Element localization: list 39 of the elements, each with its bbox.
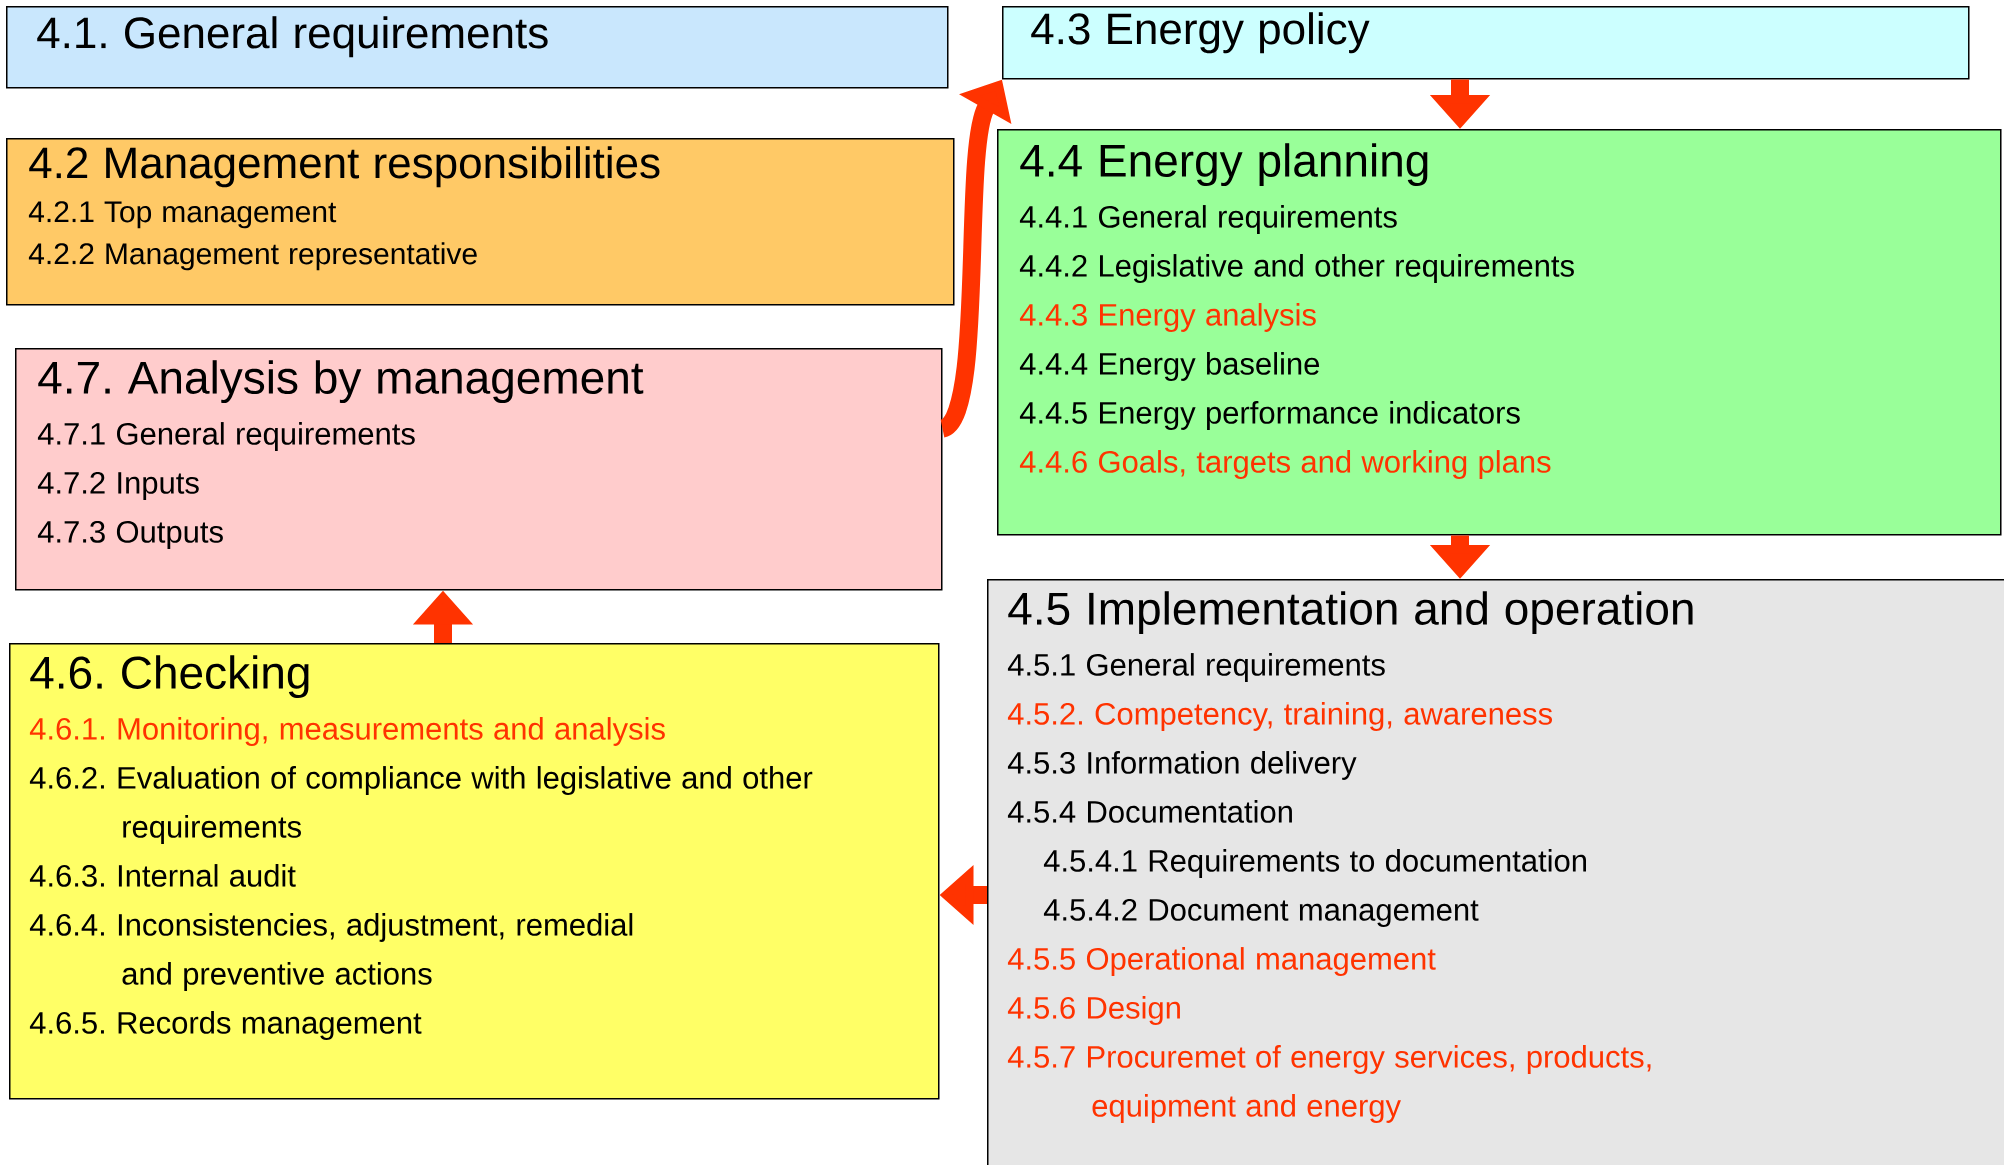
section-box bbox=[15, 348, 943, 591]
section-box bbox=[9, 643, 940, 1100]
section-box bbox=[1002, 6, 1970, 80]
node-label: 4.5.4.1 Requirements to documentation bbox=[1043, 849, 1586, 878]
section-box bbox=[6, 6, 949, 89]
node-label: 4.2.1 Top management bbox=[28, 201, 337, 229]
node-label: 4.2.2 Management representative bbox=[28, 242, 477, 271]
node-label: 4.6.4. Inconsistencies, adjustment, remedial and preventive actions bbox=[29, 913, 633, 991]
section-box bbox=[987, 579, 2004, 1165]
node-label: 4.4.3 Energy analysis bbox=[1019, 303, 1316, 332]
node-label: 4.4.6 Goals, targets and working plans bbox=[1019, 450, 1551, 479]
node-label: 4.4.1 General requirements bbox=[1019, 205, 1397, 234]
node-label: 4.6.3. Internal audit bbox=[29, 864, 296, 887]
node-label: 4.4.2 Legislative and other requirements bbox=[1019, 254, 1574, 283]
node-label: 4.5.7 Procuremet of energy services, products, equipment and energy bbox=[1007, 1045, 1651, 1123]
node-label: 4.6.5. Records management bbox=[29, 1011, 422, 1040]
node-label: 4.6.1. Monitoring, measurements and analysis bbox=[29, 717, 665, 746]
node-label: 4.4 Energy planning bbox=[1020, 143, 1428, 187]
node-label: 4.5.5 Operational management bbox=[1007, 947, 1436, 976]
node-label: 4.7.3 Outputs bbox=[37, 520, 223, 549]
section-box bbox=[997, 129, 2002, 536]
node-label: 4.7. Analysis by management bbox=[38, 360, 644, 404]
node-label: 4.5.1 General requirements bbox=[1007, 653, 1385, 682]
node-label: 4.5.2. Competency, training, awareness bbox=[1007, 702, 1553, 731]
node-label: 4.3 Energy policy bbox=[1031, 12, 1370, 54]
node-label: 4.5.4.2 Document management bbox=[1043, 898, 1479, 927]
node-label: 4.5.4 Documentation bbox=[1007, 800, 1292, 823]
section-box bbox=[6, 138, 955, 306]
node-label: 4.7.2 Inputs bbox=[37, 471, 199, 500]
node-label: 4.6.2. Evaluation of compliance with legislative and other requirements bbox=[29, 766, 813, 844]
node-label: 4.4.4 Energy baseline bbox=[1019, 352, 1320, 381]
node-label: 4.5 Implementation and operation bbox=[1008, 591, 1693, 635]
node-label: 4.4.5 Energy performance indicators bbox=[1019, 401, 1520, 430]
node-label: 4.5.6 Design bbox=[1007, 996, 1180, 1025]
node-label: 4.7.1 General requirements bbox=[37, 422, 415, 451]
node-label: 4.6. Checking bbox=[30, 655, 309, 699]
node-label: 4.5.3 Information delivery bbox=[1007, 751, 1357, 780]
node-label: 4.1. General requirements bbox=[37, 16, 548, 58]
node-label: 4.2 Management responsibilities bbox=[29, 146, 660, 188]
